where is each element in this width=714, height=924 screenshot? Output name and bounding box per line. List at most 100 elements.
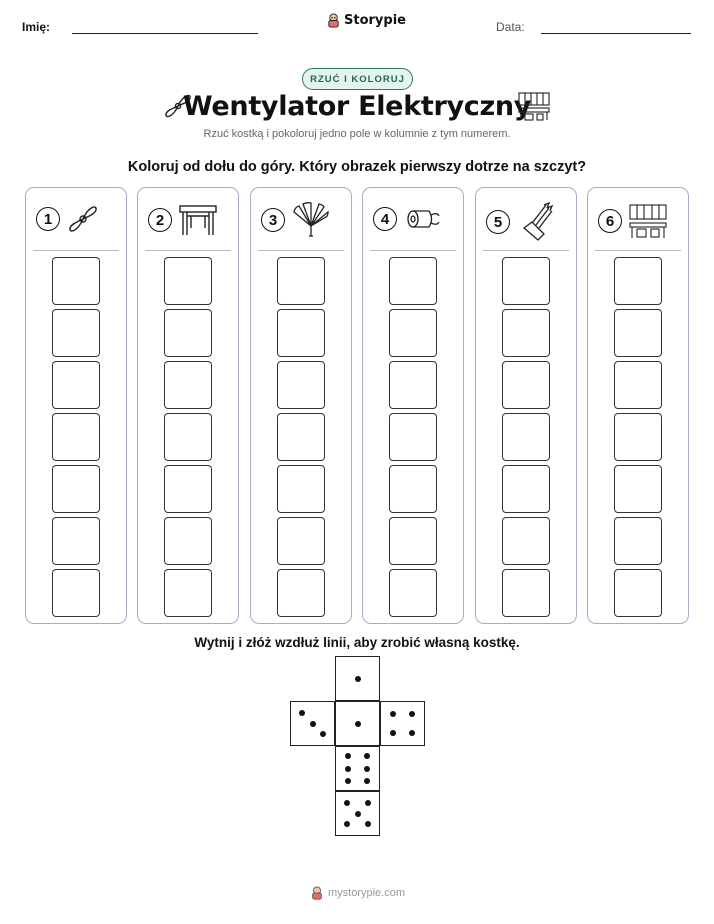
die-pip: [320, 731, 327, 738]
color-cell[interactable]: [389, 257, 437, 305]
storypie-mascot-icon: [312, 886, 322, 900]
motor-icon: [407, 210, 440, 228]
color-cell[interactable]: [277, 465, 325, 513]
date-label: Data:: [496, 20, 525, 34]
die-face-lower: [335, 746, 380, 791]
die-pip: [363, 777, 370, 784]
color-cell[interactable]: [502, 517, 550, 565]
color-cell[interactable]: [164, 517, 212, 565]
color-cell[interactable]: [502, 257, 550, 305]
die-face-right: [380, 701, 425, 746]
color-cell[interactable]: [389, 517, 437, 565]
color-cell[interactable]: [164, 361, 212, 409]
color-cell[interactable]: [164, 257, 212, 305]
column-divider: [258, 250, 344, 251]
color-cell[interactable]: [277, 413, 325, 461]
color-cell[interactable]: [614, 517, 662, 565]
color-cell[interactable]: [614, 309, 662, 357]
race-column-5: 5: [475, 187, 577, 624]
die-pip: [343, 821, 350, 828]
die-pip: [408, 729, 415, 736]
die-pip: [345, 765, 352, 772]
footer-url: mystorypie.com: [328, 887, 406, 899]
column-number: 2: [148, 208, 172, 232]
die-pip: [363, 765, 370, 772]
color-cell[interactable]: [277, 309, 325, 357]
column-divider: [483, 250, 569, 251]
color-cell[interactable]: [277, 517, 325, 565]
instruction-text: Koloruj od dołu do góry. Który obrazek p…: [127, 159, 587, 175]
page-title: Wentylator Elektryczny: [182, 91, 532, 122]
color-cell[interactable]: [614, 465, 662, 513]
color-cell[interactable]: [614, 361, 662, 409]
color-cell[interactable]: [389, 413, 437, 461]
storypie-mascot-icon: [328, 13, 339, 28]
color-cell[interactable]: [277, 361, 325, 409]
die-pip: [345, 753, 352, 760]
activity-badge: RZUĆ I KOLORUJ: [302, 68, 413, 90]
name-field-line[interactable]: [72, 33, 258, 34]
color-cell[interactable]: [164, 309, 212, 357]
die-pip: [390, 711, 397, 718]
die-pip: [365, 799, 372, 806]
brand-logo: Storypie: [326, 13, 406, 28]
color-cell[interactable]: [164, 569, 212, 617]
die-pip: [365, 821, 372, 828]
color-cell[interactable]: [277, 257, 325, 305]
color-cell[interactable]: [52, 257, 100, 305]
color-cell[interactable]: [389, 569, 437, 617]
race-column-2: 2: [137, 187, 239, 624]
workshop-icon: [629, 204, 667, 238]
propeller-icon: [163, 91, 193, 126]
color-cell[interactable]: [389, 361, 437, 409]
race-column-4: 4: [362, 187, 464, 624]
color-cell[interactable]: [52, 413, 100, 461]
color-cell[interactable]: [614, 569, 662, 617]
propeller-icon: [69, 206, 97, 232]
date-field-line[interactable]: [541, 33, 691, 34]
color-cell[interactable]: [614, 257, 662, 305]
color-cell[interactable]: [52, 465, 100, 513]
brushes-icon: [522, 202, 554, 241]
color-cell[interactable]: [52, 569, 100, 617]
die-face-bottom: [335, 791, 380, 836]
die-face-left: [290, 701, 335, 746]
race-column-6: 6: [587, 187, 689, 624]
die-pip: [345, 777, 352, 784]
color-cell[interactable]: [502, 413, 550, 461]
race-column-3: 3: [250, 187, 352, 624]
die-pip: [298, 709, 305, 716]
color-cell[interactable]: [52, 517, 100, 565]
color-cell[interactable]: [614, 413, 662, 461]
column-number: 5: [486, 210, 510, 234]
die-pip: [363, 753, 370, 760]
color-cell[interactable]: [389, 309, 437, 357]
color-cell[interactable]: [164, 465, 212, 513]
die-face-center: [335, 701, 380, 746]
color-cell[interactable]: [52, 361, 100, 409]
color-cell[interactable]: [389, 465, 437, 513]
race-column-1: 1: [25, 187, 127, 624]
die-pip: [354, 810, 361, 817]
die-pip: [390, 729, 397, 736]
brand-name: Storypie: [344, 13, 406, 28]
column-divider: [145, 250, 231, 251]
die-pip: [408, 711, 415, 718]
color-cell[interactable]: [502, 465, 550, 513]
table-icon: [179, 205, 217, 235]
die-instruction: Wytnij i złóż wzdłuż linii, aby zrobić w…: [194, 635, 520, 650]
color-cell[interactable]: [502, 309, 550, 357]
column-number: 1: [36, 207, 60, 231]
die-pip: [354, 675, 361, 682]
color-cell[interactable]: [164, 413, 212, 461]
color-cell[interactable]: [502, 361, 550, 409]
color-cell[interactable]: [52, 309, 100, 357]
subtitle: Rzuć kostką i pokoloruj jedno pole w kol…: [203, 128, 511, 140]
name-label: Imię:: [22, 20, 51, 34]
color-cell[interactable]: [277, 569, 325, 617]
hand-fan-icon: [293, 202, 329, 237]
column-number: 3: [261, 208, 285, 232]
color-cell[interactable]: [502, 569, 550, 617]
column-divider: [595, 250, 681, 251]
column-number: 6: [598, 209, 622, 233]
